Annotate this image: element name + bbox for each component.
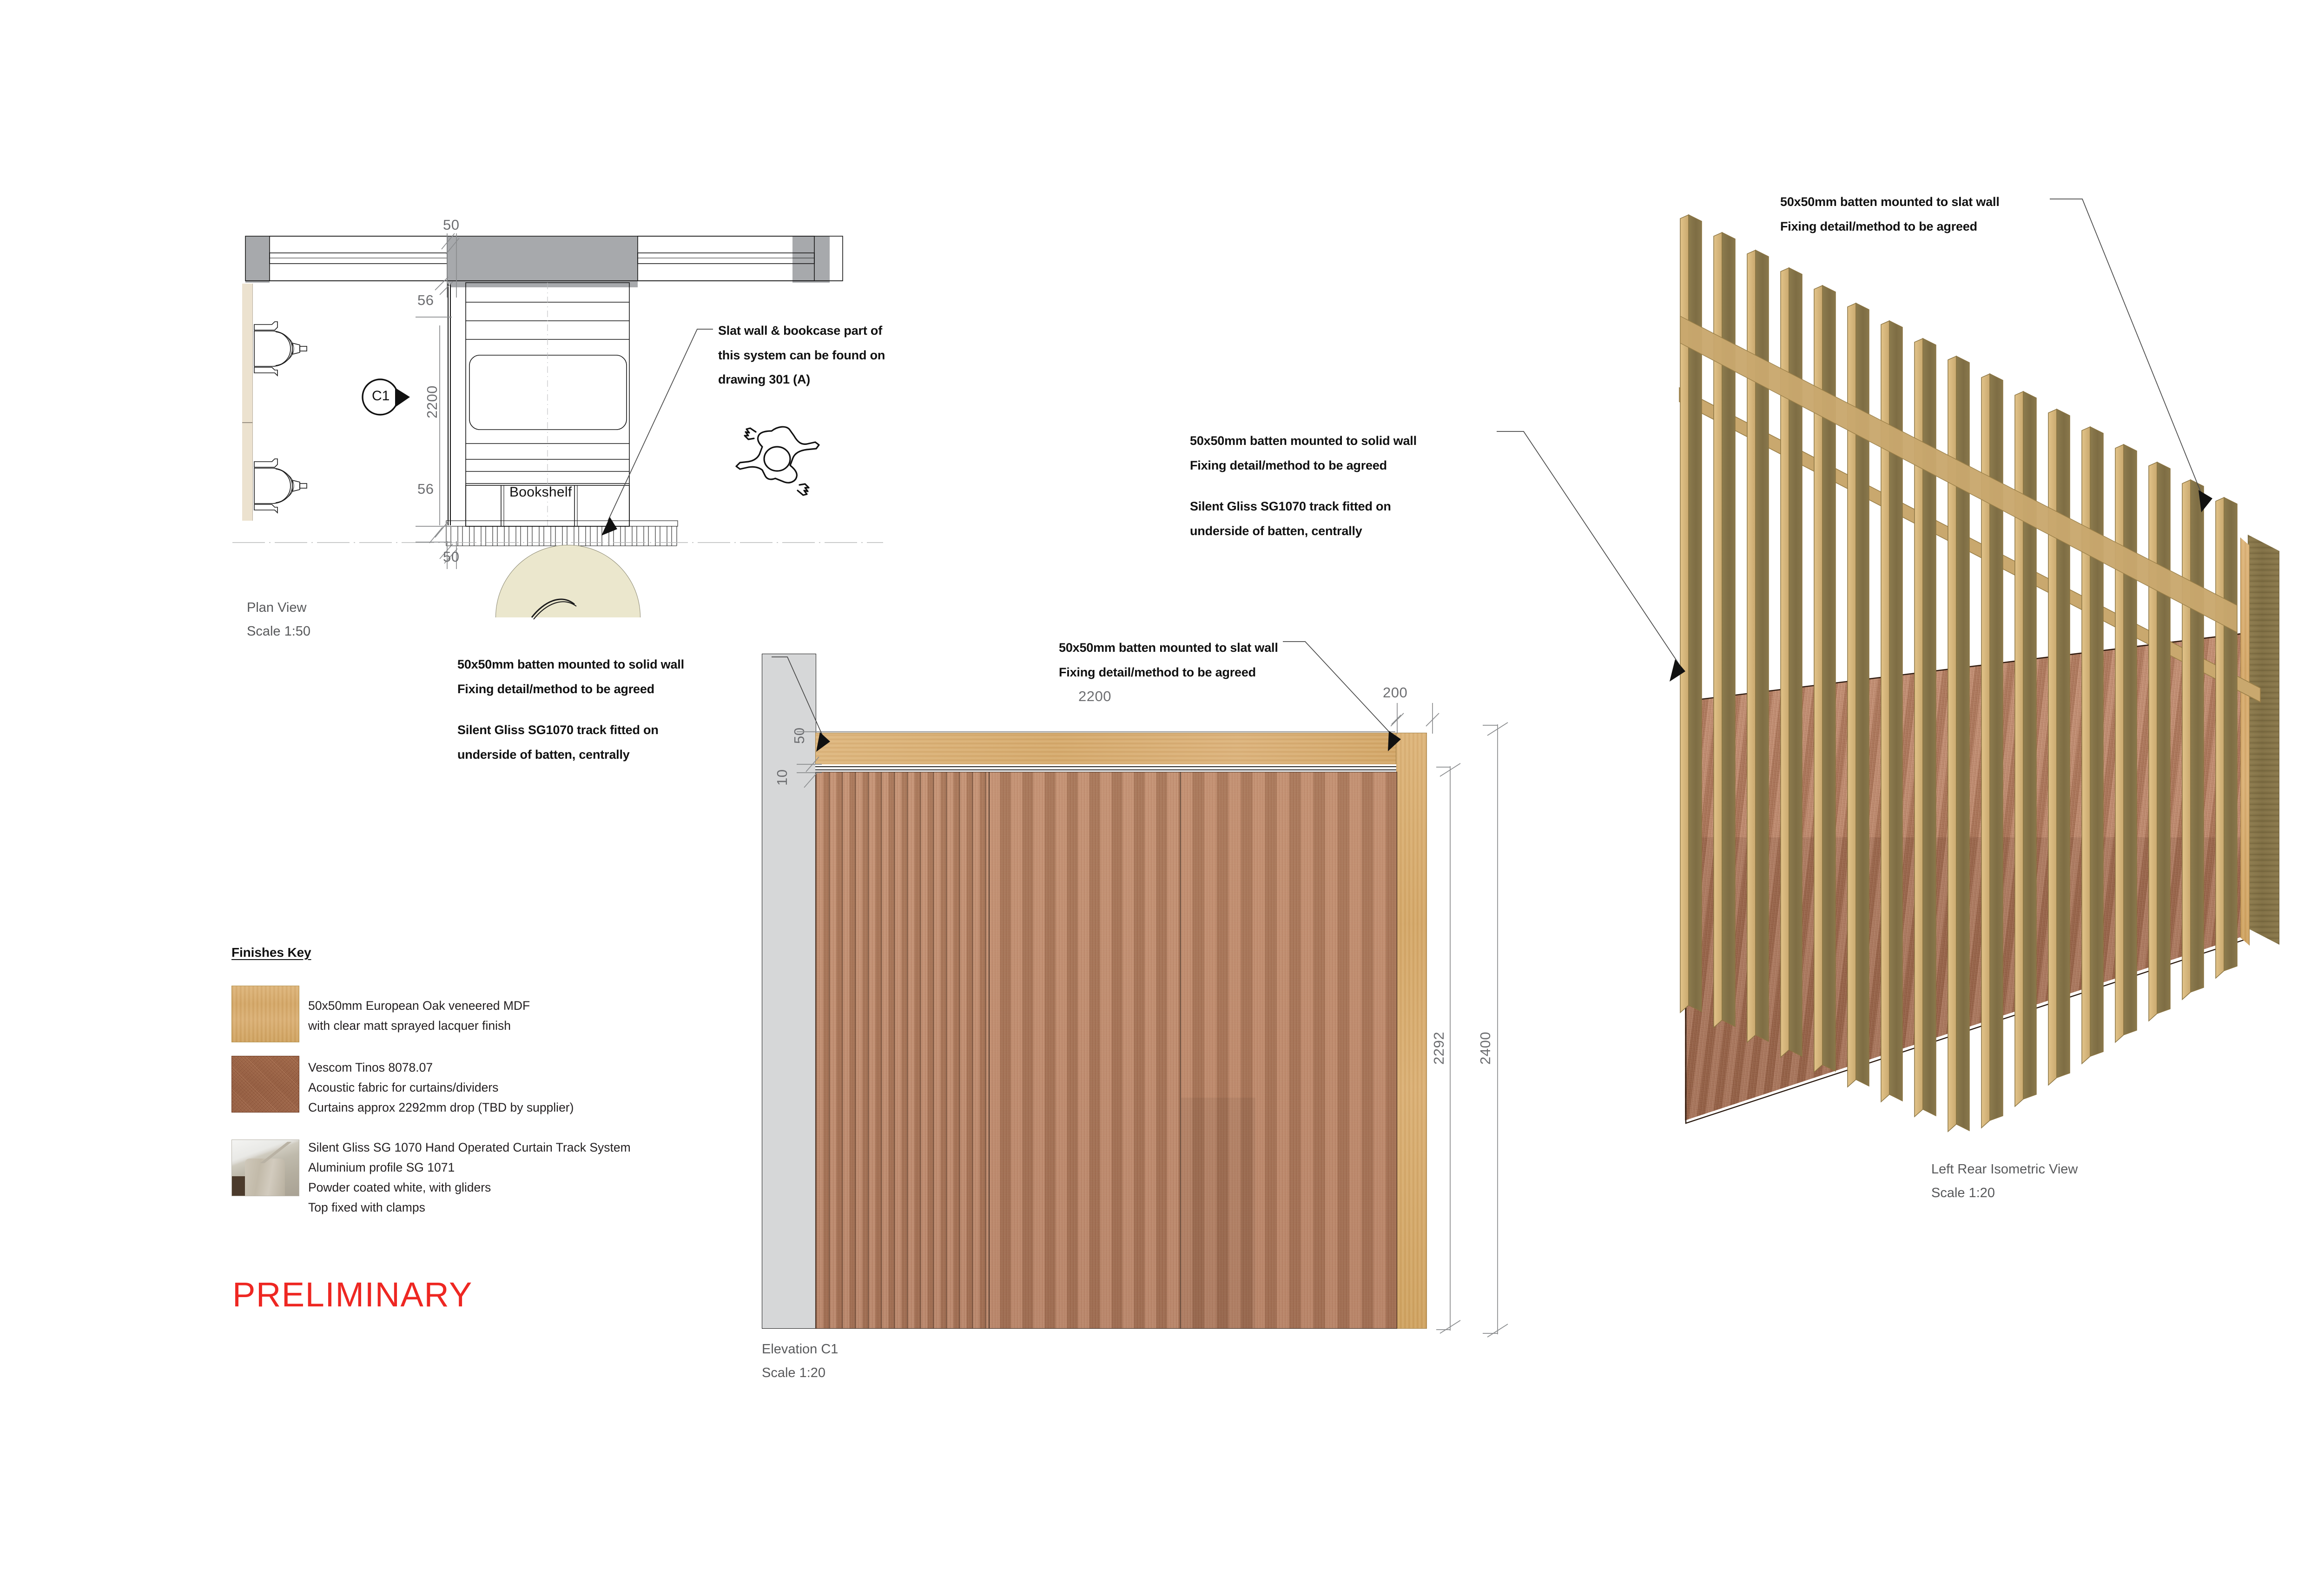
plan-dim-50-bottom: 50 bbox=[443, 549, 460, 565]
elevation-note-top-leader bbox=[1283, 641, 1401, 751]
elevation-curtain-fabric bbox=[815, 772, 1397, 1329]
plan-dim-56-lower-ticks bbox=[416, 521, 452, 543]
elevation-note-top: 50x50mm batten mounted to slat wall Fixi… bbox=[1059, 636, 1278, 684]
finishes-key-item-2-line-0: Silent Gliss SG 1070 Hand Operated Curta… bbox=[308, 1140, 631, 1154]
elevation-dim-200 bbox=[1391, 703, 1439, 734]
finishes-key-item-1-line-1: Acoustic fabric for curtains/dividers bbox=[308, 1080, 499, 1094]
iso-slat-svg bbox=[1680, 214, 2238, 1133]
elevation-dim-200-label: 200 bbox=[1383, 684, 1408, 701]
finishes-key-item-2-line-1: Aluminium profile SG 1071 bbox=[308, 1160, 455, 1174]
elevation-dim-2400 bbox=[1483, 722, 1508, 1338]
plan-dim-2200-line bbox=[439, 325, 440, 525]
elevation-label-block: Elevation C1 Scale 1:20 bbox=[762, 1338, 838, 1385]
iso-note-left-line2: Fixing detail/method to be agreed bbox=[1190, 458, 1387, 472]
plan-view: Bookshelf bbox=[0, 0, 930, 660]
plan-dim-bottom-50-ticks bbox=[439, 541, 458, 569]
plan-section-marker-label: C1 bbox=[372, 388, 390, 404]
elevation-dim-2292-label: 2292 bbox=[1431, 1032, 1447, 1065]
elevation-note-top-line1: 50x50mm batten mounted to slat wall bbox=[1059, 641, 1278, 655]
plan-callout-text: Slat wall & bookcase part of this system… bbox=[718, 318, 885, 392]
plan-wall-center-block bbox=[447, 236, 638, 287]
plan-wall-right-outer bbox=[792, 236, 830, 283]
plan-callout-line1: Slat wall & bookcase part of bbox=[718, 324, 882, 338]
finishes-key-item-2-text: Silent Gliss SG 1070 Hand Operated Curta… bbox=[308, 1138, 631, 1218]
plan-dim-56-upper-ticks bbox=[416, 277, 453, 318]
curtain-pleat-group-right bbox=[1180, 772, 1397, 1328]
elevation-note-left-line3: Silent Gliss SG1070 track fitted on bbox=[457, 723, 659, 737]
iso-note-left-line1: 50x50mm batten mounted to solid wall bbox=[1190, 434, 1417, 448]
elevation-curtain-track bbox=[815, 764, 1396, 772]
plan-bookshelf-label: Bookshelf bbox=[509, 484, 572, 500]
curtain-pleat-group-left bbox=[816, 772, 989, 1328]
iso-slat-wall bbox=[1557, 163, 2324, 1139]
swatch-acoustic-fabric bbox=[231, 1056, 299, 1113]
plan-callout-line2: this system can be found on bbox=[718, 348, 885, 362]
elevation-note-left-line4: underside of batten, centrally bbox=[457, 747, 630, 762]
curtain-panel-shadow bbox=[1181, 1098, 1255, 1328]
finishes-key-item-2-line-2: Powder coated white, with gliders bbox=[308, 1180, 491, 1194]
plan-partition-wall bbox=[242, 284, 253, 521]
isometric-view: 50x50mm batten mounted to slat wall Fixi… bbox=[1190, 163, 2324, 1279]
iso-note-left-leader bbox=[1497, 431, 1685, 682]
elevation-note-top-line2: Fixing detail/method to be agreed bbox=[1059, 665, 1256, 679]
iso-note-left: 50x50mm batten mounted to solid wall Fix… bbox=[1190, 429, 1417, 543]
iso-note-topright-line1: 50x50mm batten mounted to slat wall bbox=[1780, 195, 2000, 209]
elevation-oak-post-right bbox=[1396, 733, 1427, 1329]
swatch-european-oak bbox=[231, 986, 299, 1042]
preliminary-stamp: PRELIMINARY bbox=[232, 1275, 473, 1314]
plan-curtain-line bbox=[448, 284, 451, 525]
elevation-note-left-leader bbox=[772, 656, 830, 752]
elevation-note-left: 50x50mm batten mounted to solid wall Fix… bbox=[457, 652, 684, 767]
plan-dim-50-top: 50 bbox=[443, 217, 460, 233]
finishes-key: Finishes Key 50x50mm European Oak veneer… bbox=[231, 945, 743, 1233]
finishes-key-item-2-line-3: Top fixed with clamps bbox=[308, 1200, 425, 1214]
plan-view-label-block: Plan View Scale 1:50 bbox=[247, 596, 310, 643]
plan-chair-lower bbox=[254, 458, 307, 514]
elevation-scale: Scale 1:20 bbox=[762, 1365, 826, 1380]
plan-view-label: Plan View bbox=[247, 600, 307, 615]
curtain-seam-2 bbox=[1180, 772, 1181, 1328]
isometric-label-block: Left Rear Isometric View Scale 1:20 bbox=[1931, 1158, 2078, 1205]
iso-note-topright: 50x50mm batten mounted to slat wall Fixi… bbox=[1780, 190, 2000, 238]
finishes-key-item-0-line-0: 50x50mm European Oak veneered MDF bbox=[308, 999, 530, 1013]
finishes-key-item-1-line-2: Curtains approx 2292mm drop (TBD by supp… bbox=[308, 1100, 574, 1114]
iso-note-left-line4: underside of batten, centrally bbox=[1190, 523, 1362, 538]
finishes-key-item-0-text: 50x50mm European Oak veneered MDF with c… bbox=[308, 996, 530, 1036]
plan-chair-upper bbox=[254, 321, 307, 377]
iso-note-topright-leader bbox=[2050, 199, 2212, 512]
finishes-key-item-0-line-1: with clear matt sprayed lacquer finish bbox=[308, 1018, 511, 1033]
plan-section-marker-c1[interactable] bbox=[358, 372, 418, 423]
plan-dim-56-upper: 56 bbox=[417, 292, 434, 308]
elevation-dim-2400-label: 2400 bbox=[1477, 1032, 1493, 1065]
plan-dim-56-lower: 56 bbox=[417, 481, 434, 497]
isometric-label: Left Rear Isometric View bbox=[1931, 1162, 2078, 1177]
elevation-dim-2292 bbox=[1436, 763, 1461, 1334]
plan-callout-line3: drawing 301 (A) bbox=[718, 372, 811, 387]
curtain-seam-1 bbox=[989, 772, 990, 1328]
plan-wall-left-outer bbox=[245, 236, 270, 283]
plan-arc-inner bbox=[531, 598, 577, 620]
elevation-label: Elevation C1 bbox=[762, 1342, 838, 1357]
elevation-dim-10-50-ticks bbox=[797, 731, 822, 788]
elevation-note-left-line2: Fixing detail/method to be agreed bbox=[457, 682, 654, 696]
isometric-scale: Scale 1:20 bbox=[1931, 1185, 1995, 1200]
iso-note-topright-line2: Fixing detail/method to be agreed bbox=[1780, 219, 1977, 233]
swatch-curtain-track bbox=[231, 1140, 299, 1196]
plan-centre-line bbox=[232, 542, 883, 543]
plan-view-scale: Scale 1:50 bbox=[247, 623, 311, 639]
finishes-key-item-1-text: Vescom Tinos 8078.07 Acoustic fabric for… bbox=[308, 1058, 574, 1118]
plan-partition-joint bbox=[242, 422, 252, 423]
elevation-note-left-line1: 50x50mm batten mounted to solid wall bbox=[457, 657, 684, 671]
elevation-dim-2200 bbox=[817, 714, 1401, 732]
curtain-pleat-group-mid bbox=[989, 772, 1180, 1328]
iso-oak-post-far bbox=[2248, 535, 2279, 945]
finishes-key-item-1-line-0: Vescom Tinos 8078.07 bbox=[308, 1060, 433, 1074]
elevation-solid-wall bbox=[762, 654, 816, 1329]
iso-note-left-line3: Silent Gliss SG1070 track fitted on bbox=[1190, 499, 1391, 514]
elevation-view: 2200 200 10 50 2292 2400 50x50mm batten … bbox=[457, 636, 1508, 1385]
plan-callout-leader bbox=[601, 329, 713, 536]
finishes-key-title: Finishes Key bbox=[231, 945, 311, 960]
plan-human-figure-icon bbox=[735, 426, 820, 496]
elevation-dim-2200-label: 2200 bbox=[1078, 688, 1111, 704]
